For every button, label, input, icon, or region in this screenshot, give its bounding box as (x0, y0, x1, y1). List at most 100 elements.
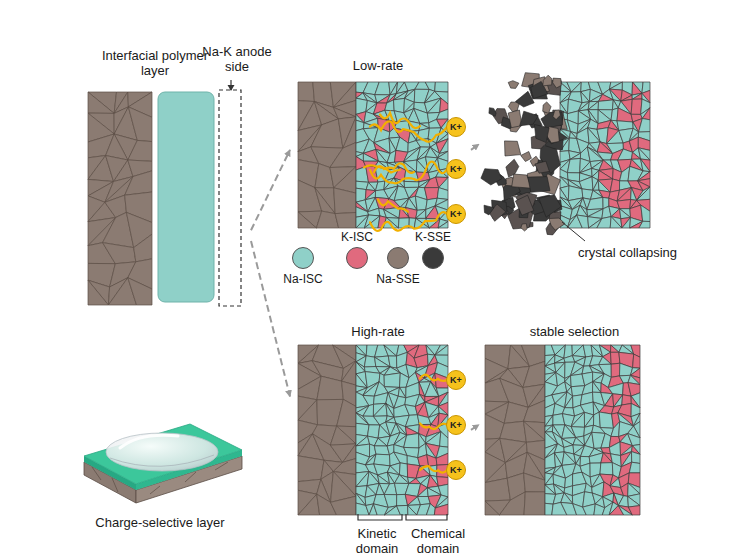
crystal-grain (587, 197, 603, 209)
crystal-grain (617, 200, 631, 209)
crystal-grain (600, 463, 613, 475)
crystal-grain (610, 82, 623, 89)
debris-fragment (539, 195, 561, 218)
crystal-grain (386, 403, 394, 417)
crystal-grain (573, 438, 585, 446)
crystal-grain (641, 205, 650, 221)
crystal-grain (610, 89, 623, 101)
crystal-grain (622, 218, 631, 229)
crystal-grain (523, 361, 545, 387)
crystal-grain (436, 139, 448, 154)
panel-region: Interfacial polymer layerNa-K anode side (85, 40, 248, 308)
crystal-grain (571, 82, 581, 92)
crystal-grain (611, 352, 620, 364)
ion-path (364, 165, 400, 172)
ion-path (370, 212, 447, 231)
crystal-grain (485, 478, 510, 501)
crystal-grain (416, 210, 426, 219)
figure-label: Charge-selective layer (70, 515, 250, 530)
ion-path (378, 200, 408, 212)
crystal-grain (376, 181, 385, 191)
crystal-grain (376, 483, 384, 494)
ion-circle: K+ (446, 117, 466, 137)
crystal-grain (524, 473, 545, 492)
crystal-grain (394, 452, 407, 464)
crystal-grain (554, 453, 562, 468)
crystal-grain (330, 426, 356, 445)
panel-title: stable selection (502, 324, 647, 339)
crystal-grain (639, 119, 650, 133)
crystal-grain (524, 492, 545, 515)
ion-path (420, 423, 447, 429)
debris-fragment (489, 204, 506, 221)
crystal-grain (599, 357, 612, 365)
crystal-grain (621, 483, 629, 496)
crystal-grain (373, 403, 387, 416)
legend-label: K-ISC (341, 230, 373, 244)
crystal-grain (617, 188, 631, 202)
crystal-grain (621, 218, 631, 229)
crystal-grain (426, 504, 435, 515)
crystal-grain (408, 505, 417, 515)
legend-swatch (387, 247, 409, 269)
crystal-grain (438, 222, 448, 229)
crystal-grain (565, 396, 573, 408)
crystal-grain (315, 188, 335, 214)
panel-region: Low-rateK+K+K+ (293, 52, 468, 230)
crystal-grain (641, 159, 650, 172)
crystal-grain (499, 492, 525, 515)
dashed-arrow (251, 150, 290, 230)
crystal-grain (631, 99, 642, 114)
debris-fragment (553, 78, 562, 88)
crystal-grain (404, 181, 419, 187)
crystal-grain (88, 92, 114, 113)
crystal-grain (435, 345, 448, 355)
crystal-grain (395, 475, 409, 484)
crystal-grain (387, 472, 394, 484)
crystal-grain (435, 345, 448, 355)
crystal-grain (611, 422, 620, 437)
crystal-grain (597, 217, 611, 228)
debris-fragment (484, 205, 494, 215)
crystal-grain (337, 399, 356, 426)
crystal-grain (88, 280, 108, 305)
collapse-illustration (481, 73, 650, 235)
crystal-grain (378, 475, 390, 484)
ion-circle: K+ (446, 204, 466, 224)
crystal-grain (426, 345, 435, 355)
low-rate-illustration (298, 82, 448, 231)
panel-label: Interfacial polymer layer (93, 48, 217, 78)
crystal-grain (632, 93, 642, 99)
panel-region: crystal collapsing (482, 60, 687, 265)
crystal-grain (435, 82, 448, 92)
crystal-grain (593, 382, 601, 393)
dashed-arrow (471, 425, 479, 430)
crystal-grain (545, 474, 554, 485)
crystal-grain (396, 137, 408, 152)
crystal-grain (376, 149, 387, 162)
ion-path (370, 121, 447, 141)
ion-label: K+ (450, 164, 462, 174)
debris-fragment (553, 110, 561, 120)
crystal-grain (397, 505, 408, 515)
crystal-grain (598, 170, 612, 180)
crystal-grain (579, 177, 593, 191)
ion-circle: K+ (446, 159, 466, 179)
crystal-grain (415, 196, 427, 210)
crystal-grain (638, 148, 650, 160)
crystal-grain (298, 456, 324, 482)
crystal-grain (632, 93, 642, 99)
crystal-grain (611, 363, 620, 377)
crystal-grain (103, 243, 136, 264)
crystal-grain (567, 82, 581, 92)
ion-path (380, 113, 420, 128)
ion-label: K+ (450, 209, 462, 219)
dashed-arrow (471, 144, 479, 150)
debris-fragment (481, 169, 502, 185)
crystal-grain (374, 438, 387, 446)
crystal-grain (331, 496, 357, 515)
debris-fragment (543, 102, 551, 114)
crystal-grain (585, 483, 593, 493)
ion-circle: K+ (446, 460, 466, 480)
